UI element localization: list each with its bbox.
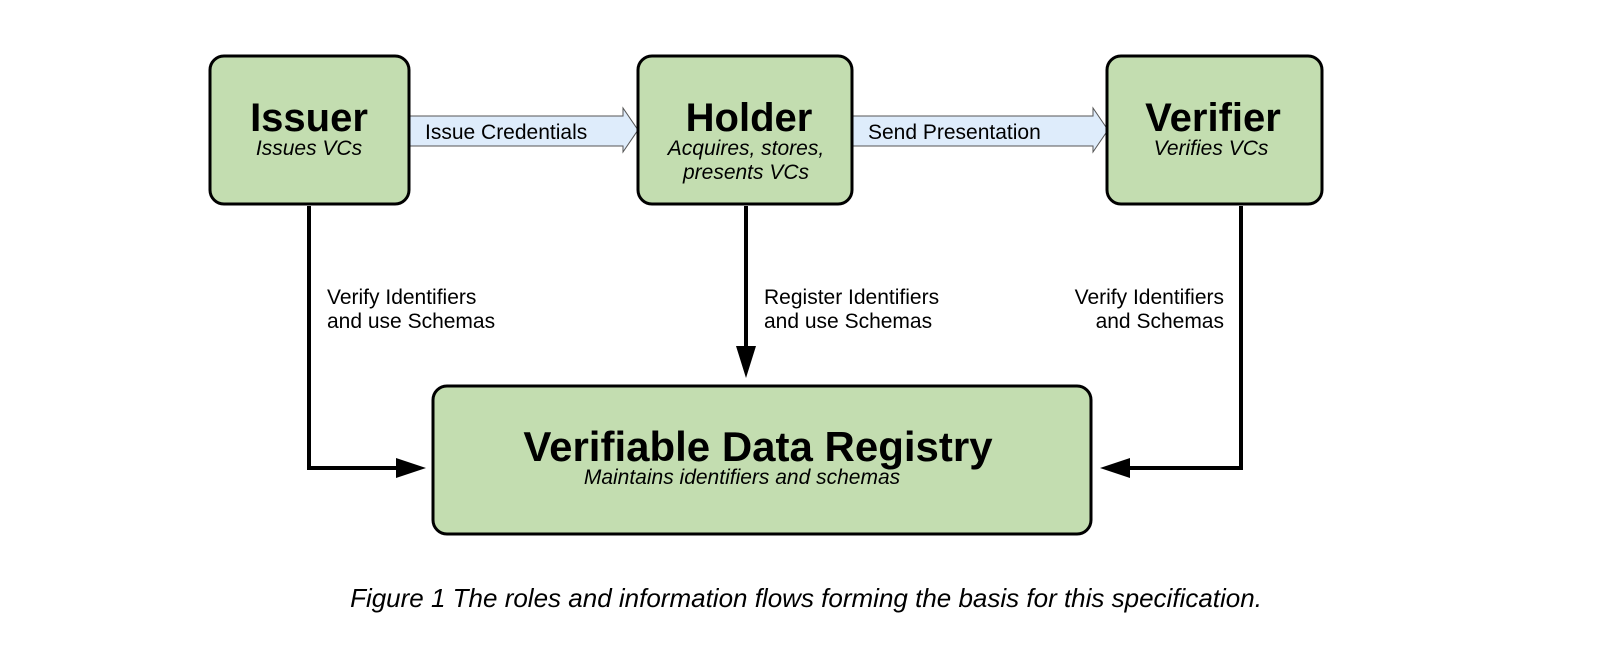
- issue-credentials-flow: Issue Credentials: [409, 106, 639, 154]
- issuer-node: Issuer Issues VCs: [208, 54, 411, 206]
- holder-registry-label-line1: Register Identifiers: [764, 286, 939, 309]
- issuer-registry-line: [307, 206, 400, 470]
- verifier-registry-line: [1124, 206, 1243, 470]
- figure-caption: Figure 1 The roles and information flows…: [350, 583, 1262, 613]
- issuer-registry-connector: Verify Identifiers and use Schemas: [307, 206, 495, 478]
- verifier-node: Verifier Verifies VCs: [1105, 54, 1324, 206]
- verifier-subtitle: Verifies VCs: [1154, 137, 1269, 160]
- issue-credentials-label: Issue Credentials: [425, 121, 587, 144]
- holder-subtitle-line1: Acquires, stores,: [666, 137, 824, 160]
- issuer-box: [208, 54, 411, 206]
- issuer-registry-arrowhead: [396, 458, 426, 478]
- send-presentation-label: Send Presentation: [868, 121, 1041, 144]
- holder-registry-connector: Register Identifiers and use Schemas: [736, 206, 939, 378]
- holder-title: Holder: [686, 96, 813, 140]
- verifier-registry-label-line1: Verify Identifiers: [1075, 286, 1224, 309]
- registry-node: Verifiable Data Registry Maintains ident…: [431, 384, 1093, 536]
- send-presentation-arrow: [851, 106, 1109, 154]
- holder-registry-arrowhead: [736, 346, 756, 378]
- verifier-registry-arrowhead: [1100, 458, 1130, 478]
- holder-box: [636, 54, 854, 206]
- issuer-registry-label-line2: and use Schemas: [327, 310, 495, 333]
- registry-box: [431, 384, 1093, 536]
- issuer-title: Issuer: [250, 96, 368, 140]
- holder-registry-label-line2: and use Schemas: [764, 310, 932, 333]
- verifier-box: [1105, 54, 1324, 206]
- holder-node: Holder Acquires, stores, presents VCs: [636, 54, 854, 206]
- registry-subtitle: Maintains identifiers and schemas: [584, 466, 901, 489]
- issuer-subtitle: Issues VCs: [256, 137, 363, 160]
- send-presentation-flow: Send Presentation: [851, 106, 1109, 154]
- issuer-registry-label-line1: Verify Identifiers: [327, 286, 476, 309]
- issue-credentials-arrow: [409, 106, 639, 154]
- verifier-registry-connector: Verify Identifiers and Schemas: [1075, 206, 1243, 478]
- registry-title: Verifiable Data Registry: [523, 423, 993, 470]
- verifier-registry-label-line2: and Schemas: [1096, 310, 1224, 333]
- holder-subtitle-line2: presents VCs: [682, 161, 810, 184]
- verifier-title: Verifier: [1145, 96, 1281, 140]
